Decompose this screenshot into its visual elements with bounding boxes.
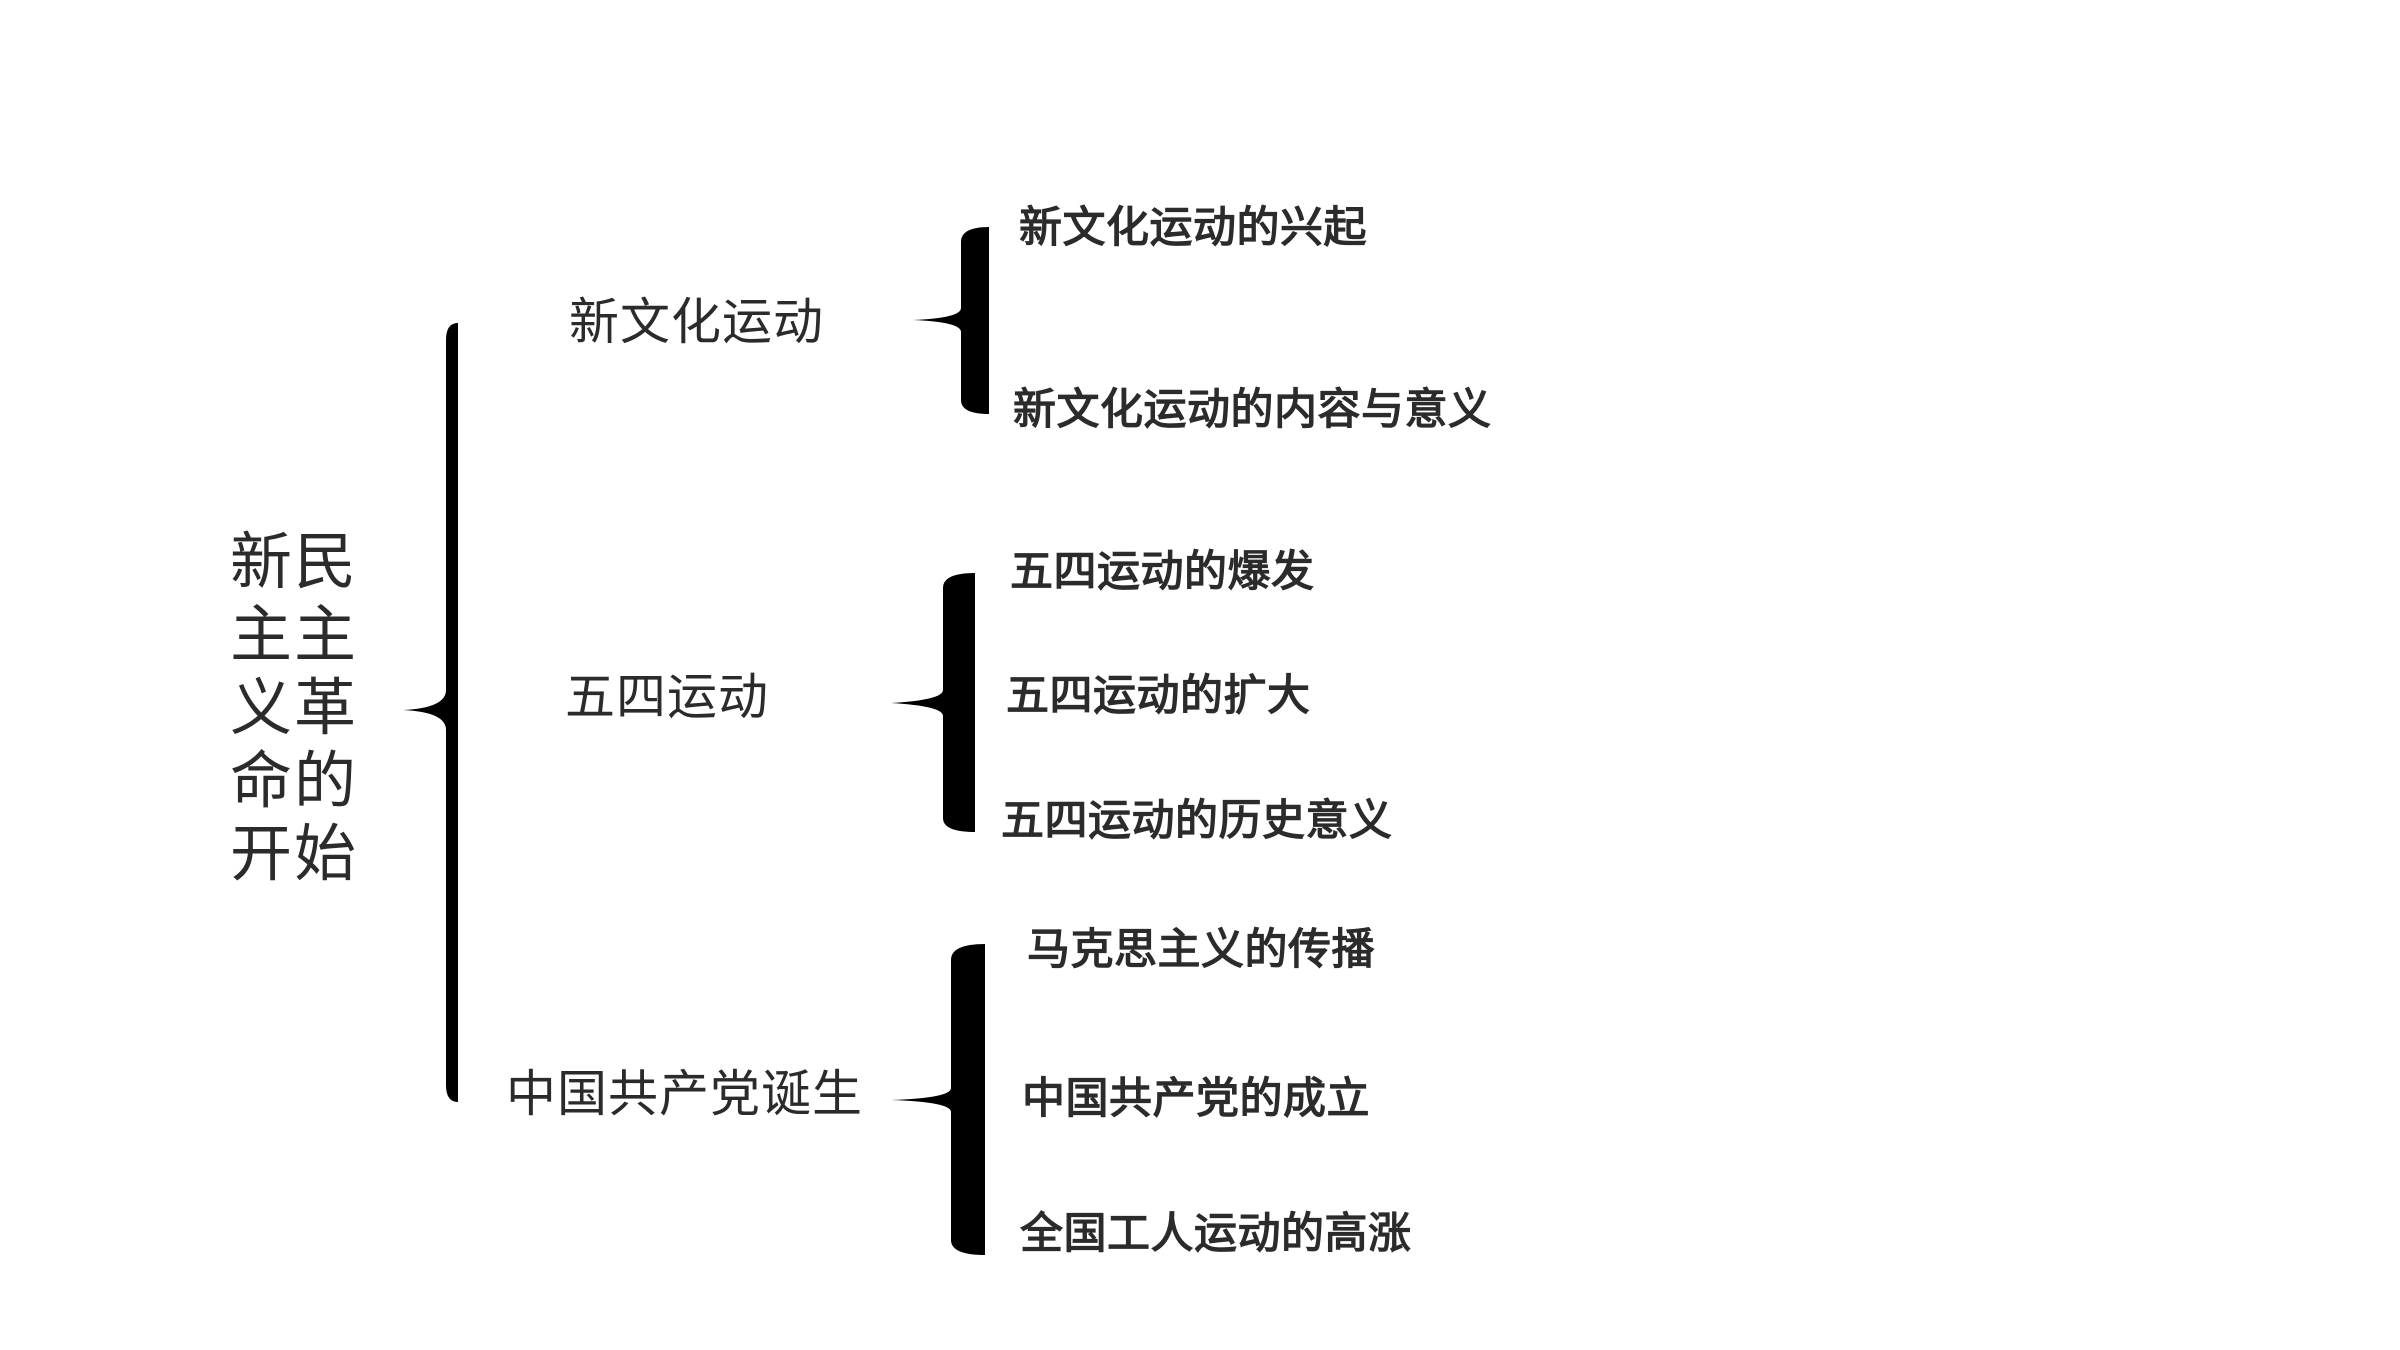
branch-brace-new-culture [913, 227, 989, 414]
leaf-may-fourth-expansion: 五四运动的扩大 [1006, 671, 1311, 721]
leaf-cpc-founded: 中国共产党的成立 [1022, 1074, 1370, 1124]
branch-may-fourth-movement: 五四运动 [565, 668, 769, 726]
root-title: 新民主主义革命的开始 [230, 525, 359, 890]
branch-cpc-founding: 中国共产党诞生 [506, 1065, 863, 1123]
root-brace [403, 323, 458, 1102]
leaf-may-fourth-significance: 五四运动的历史意义 [1001, 796, 1393, 846]
leaf-new-culture-rise: 新文化运动的兴起 [1019, 203, 1367, 253]
branch-new-culture-movement: 新文化运动 [569, 293, 824, 351]
leaf-new-culture-content-significance: 新文化运动的内容与意义 [1013, 385, 1492, 435]
leaf-may-fourth-outbreak: 五四运动的爆发 [1010, 547, 1315, 597]
leaf-marxism-spread: 马克思主义的传播 [1027, 925, 1375, 975]
branch-brace-cpc-founding [891, 944, 985, 1255]
branch-brace-may-fourth [891, 573, 975, 832]
leaf-workers-movement-rise: 全国工人运动的高涨 [1020, 1209, 1412, 1259]
